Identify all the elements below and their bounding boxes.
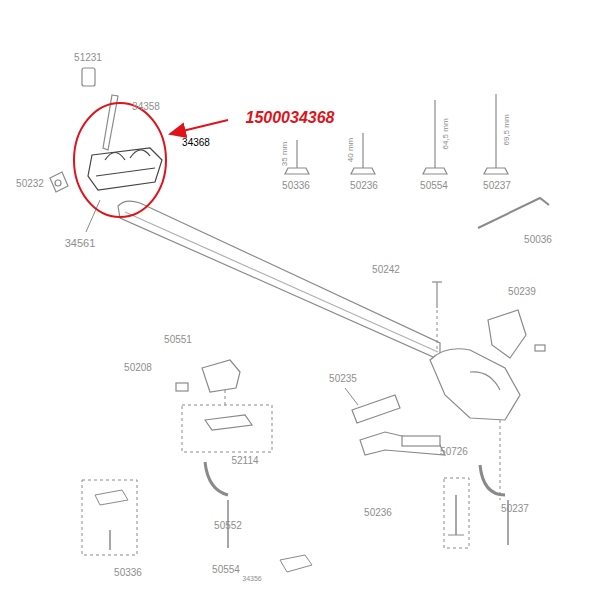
part-number: 50236 [364,508,392,518]
part-number: 50239 [508,287,536,297]
part-number: 35 mm [281,142,289,166]
part-number: 51231 [74,53,102,63]
part-number: 50552 [214,521,242,531]
part-number: 50242 [372,265,400,275]
part-number: 50336 [282,181,310,191]
part-number: 50551 [164,335,192,345]
part-number: 34358 [132,102,160,112]
part-number: 50726 [440,447,468,457]
part-number: 50232 [16,179,44,189]
part-number: 50554 [212,565,240,575]
part-number: 34561 [65,238,96,249]
part-number: 69,5 mm [503,114,511,145]
part-number: 50554 [420,181,448,191]
part-number: 34368 [182,138,210,148]
part-number: 50237 [483,181,511,191]
part-number: 50237 [501,504,529,514]
part-number: 40 mm [347,138,355,162]
part-number: 34356 [242,575,261,582]
part-number: 50036 [524,235,552,245]
part-number: 52114 [231,456,258,466]
part-number: 50336 [114,568,142,578]
part-number: 50236 [350,181,378,191]
part-number: 50208 [124,363,152,373]
part-number: 64,5 mm [442,118,450,149]
assembly-number: 1500034368 [246,110,335,126]
part-number: 50235 [329,374,357,384]
